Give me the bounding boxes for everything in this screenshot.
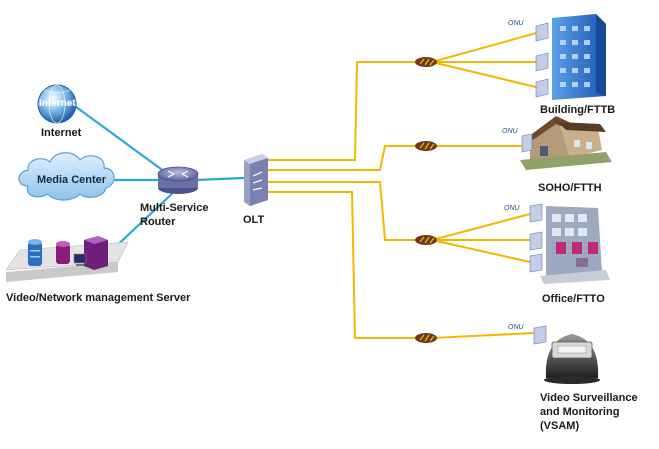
- splitter-icon: [415, 57, 437, 67]
- onu-device-icon: [521, 133, 533, 153]
- office-icon: [529, 203, 610, 284]
- router-label-line1: Multi-Service: [140, 202, 209, 214]
- server-rack-icon: [5, 236, 129, 282]
- fiber-links: [268, 31, 541, 339]
- link-server-router: [109, 189, 177, 253]
- router-label-line2: Router: [140, 216, 176, 228]
- onu-device-icon: [535, 22, 549, 98]
- vsam-label-line1: Video Surveillance: [540, 392, 638, 404]
- server-label: Video/Network management Server: [6, 292, 191, 304]
- ethernet-links: [71, 103, 245, 253]
- link-internet-router: [71, 103, 177, 181]
- internet-globe-text: Internet: [39, 98, 76, 109]
- internet-globe-icon: [37, 84, 77, 124]
- splitter-icon: [415, 333, 437, 343]
- soho-label: SOHO/FTTH: [538, 182, 602, 194]
- onu-label: ONU: [508, 20, 524, 27]
- fiber-olt-building: [268, 61, 420, 161]
- onu-label: ONU: [504, 205, 520, 212]
- building-icon: [535, 14, 606, 100]
- link-router-olt: [195, 176, 245, 182]
- fiber-olt-vsam: [268, 191, 420, 339]
- olt-label: OLT: [243, 214, 265, 226]
- splitter-icon: [415, 235, 437, 245]
- splitters: [415, 57, 437, 343]
- building-label: Building/FTTB: [540, 104, 616, 116]
- vsam-label-line2: and Monitoring: [540, 406, 620, 418]
- onu-device-icon: [529, 203, 543, 273]
- onu-label: ONU: [508, 324, 524, 331]
- media-center-text: Media Center: [37, 174, 107, 186]
- fiber-olt-office: [268, 181, 420, 241]
- onu-label: ONU: [502, 128, 518, 135]
- office-label: Office/FTTO: [542, 293, 605, 305]
- olt-icon: [244, 154, 268, 206]
- media-center-cloud-icon: [18, 152, 115, 201]
- surveillance-camera-icon: [533, 325, 600, 384]
- router-icon: [157, 166, 199, 194]
- onu-device-icon: [533, 325, 547, 345]
- internet-label: Internet: [41, 127, 82, 139]
- vsam-label-line3: (VSAM): [540, 420, 580, 432]
- splitter-icon: [415, 141, 437, 151]
- fiber-olt-soho: [268, 145, 420, 171]
- house-icon: [520, 116, 612, 170]
